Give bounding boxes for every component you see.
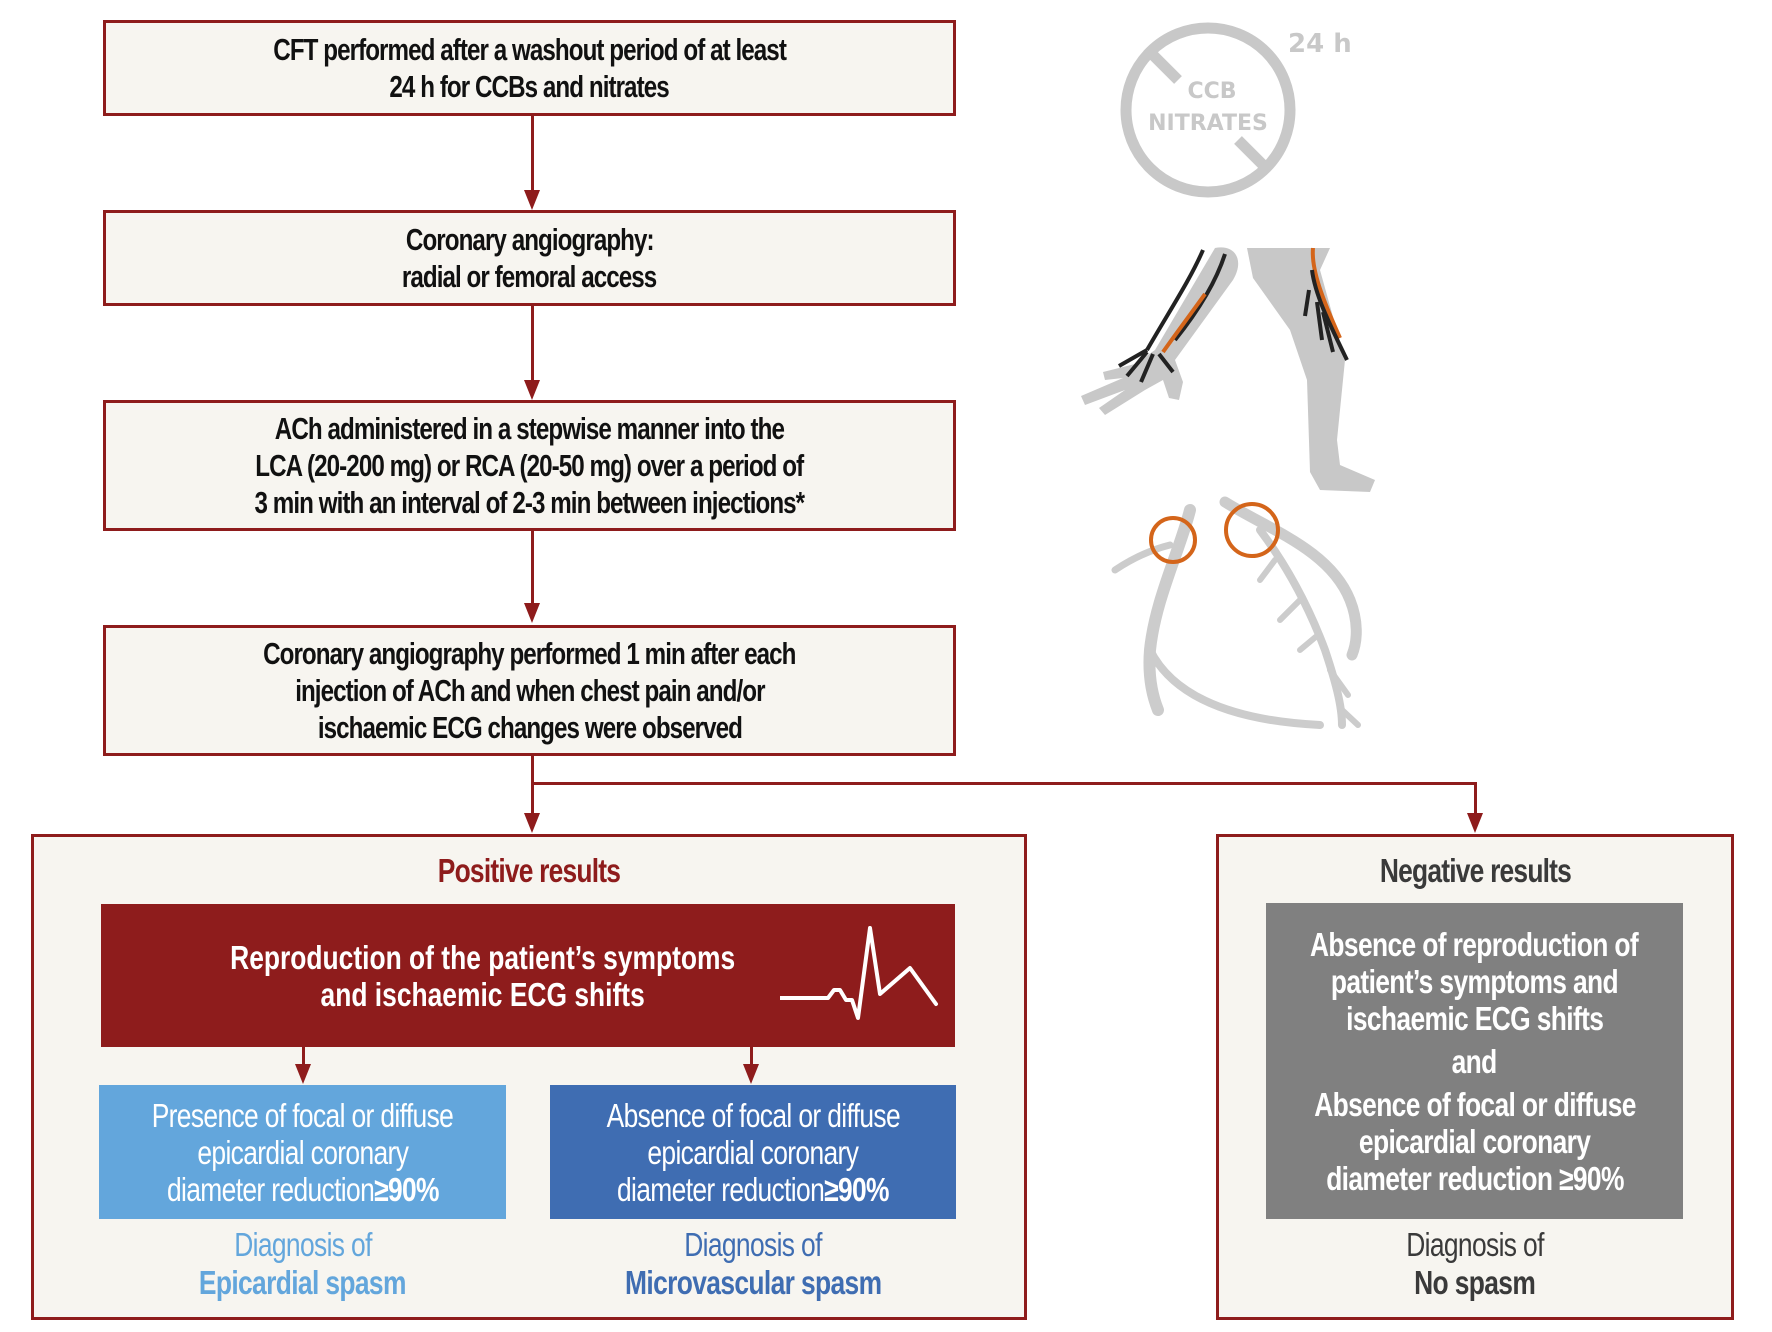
leg-shape [1247, 248, 1375, 492]
arrow-down-icon [743, 1064, 759, 1084]
condition-text-line: diameter reduction ≥90% [166, 1170, 440, 1208]
conjunction-text: and [1451, 1042, 1498, 1080]
step-text-line: Coronary angiography: [405, 222, 655, 257]
connector-line [750, 1047, 753, 1065]
diagnosis-prefix: Diagnosis of [1405, 1226, 1544, 1263]
no-drug-icon: CCB NITRATES 24 h [1120, 22, 1352, 198]
ccb-label: CCB [1187, 79, 1236, 104]
positive-criterion-box: Reproduction of the patient’s symptoms a… [101, 904, 955, 1047]
negative-results-heading: Negative results [1379, 852, 1571, 889]
step-angiography-access-box: Coronary angiography: radial or femoral … [103, 210, 956, 306]
condition-text-line: Presence of focal or diffuse [151, 1096, 454, 1134]
diagnosis-label: Microvascular spasm [624, 1264, 882, 1301]
connector-line [531, 306, 534, 381]
negative-criterion-box: Absence of reproduction of patient’s sym… [1266, 903, 1683, 1219]
arrow-down-icon [524, 380, 540, 400]
connector-line [531, 782, 1477, 785]
criterion-text-line: and ischaemic ECG shifts [320, 975, 646, 1013]
radial-femoral-access-icon [1081, 247, 1375, 492]
condition-text-line: epicardial coronary [197, 1133, 409, 1171]
diagnosis-label: No spasm [1413, 1264, 1536, 1301]
step-text-line: ischaemic ECG changes were observed [317, 710, 742, 745]
nitrates-label: NITRATES [1148, 111, 1268, 136]
diagnosis-prefix: Diagnosis of [684, 1226, 822, 1263]
microvascular-condition-box: Absence of focal or diffuse epicardial c… [550, 1085, 956, 1219]
step-text-line: ACh administered in a stepwise manner in… [274, 411, 785, 446]
coronary-arteries-icon [1111, 496, 1362, 729]
arrow-down-icon [295, 1064, 311, 1084]
positive-results-heading: Positive results [437, 852, 621, 889]
condition-text-line: diameter reduction ≥90% [617, 1170, 890, 1208]
stenosis-circle-left [1149, 516, 1197, 564]
stenosis-circle-right [1224, 502, 1280, 558]
arrow-down-icon [1467, 813, 1483, 833]
step-washout-box: CFT performed after a washout period of … [103, 20, 956, 116]
step-text-line: injection of ACh and when chest pain and… [294, 673, 765, 708]
connector-line [1474, 782, 1477, 814]
criterion-text-line: Absence of reproduction of [1310, 925, 1639, 963]
slash-top [1148, 50, 1182, 84]
epicardial-condition-box: Presence of focal or diffuse epicardial … [99, 1085, 506, 1219]
step-text-line: 24 h for CCBs and nitrates [389, 69, 670, 104]
arrow-down-icon [524, 813, 540, 833]
slash-bottom [1234, 136, 1268, 170]
epicardial-diagnosis: Diagnosis of Epicardial spasm [99, 1226, 506, 1302]
microvascular-diagnosis: Diagnosis of Microvascular spasm [550, 1226, 956, 1302]
diagnosis-prefix: Diagnosis of [233, 1226, 372, 1263]
criterion-text-line: epicardial coronary [1358, 1122, 1591, 1160]
criterion-text-line: diameter reduction ≥90% [1325, 1159, 1624, 1197]
femoral-artery [1310, 247, 1342, 339]
criterion-text-line: patient’s symptoms and [1330, 962, 1619, 1000]
connector-line [531, 756, 534, 814]
diagnosis-label: Epicardial spasm [199, 1264, 407, 1301]
step-angiography-after-injection-box: Coronary angiography performed 1 min aft… [103, 625, 956, 756]
step-text-line: Coronary angiography performed 1 min aft… [263, 636, 796, 671]
connector-line [531, 531, 534, 604]
arrow-down-icon [524, 603, 540, 623]
criterion-text-line: Reproduction of the patient’s symptoms [230, 938, 736, 976]
radial-artery [1161, 292, 1207, 354]
step-text-line: CFT performed after a washout period of … [273, 32, 787, 67]
arrow-down-icon [524, 190, 540, 210]
no-spasm-diagnosis: Diagnosis of No spasm [1266, 1226, 1683, 1302]
duration-label: 24 h [1288, 29, 1352, 59]
ecg-trace-icon [780, 926, 938, 1020]
arm-shape [1081, 247, 1239, 415]
connector-line [531, 116, 534, 191]
connector-line [302, 1047, 305, 1065]
step-text-line: 3 min with an interval of 2-3 min betwee… [254, 485, 806, 520]
step-text-line: radial or femoral access [402, 259, 657, 294]
criterion-text-line: ischaemic ECG shifts [1345, 999, 1604, 1037]
criterion-text-line: Absence of focal or diffuse [1313, 1085, 1636, 1123]
condition-text-line: epicardial coronary [647, 1133, 860, 1171]
condition-text-line: Absence of focal or diffuse [606, 1096, 900, 1134]
step-ach-administration-box: ACh administered in a stepwise manner in… [103, 400, 956, 531]
step-text-line: LCA (20-200 mg) or RCA (20-50 mg) over a… [255, 448, 805, 483]
